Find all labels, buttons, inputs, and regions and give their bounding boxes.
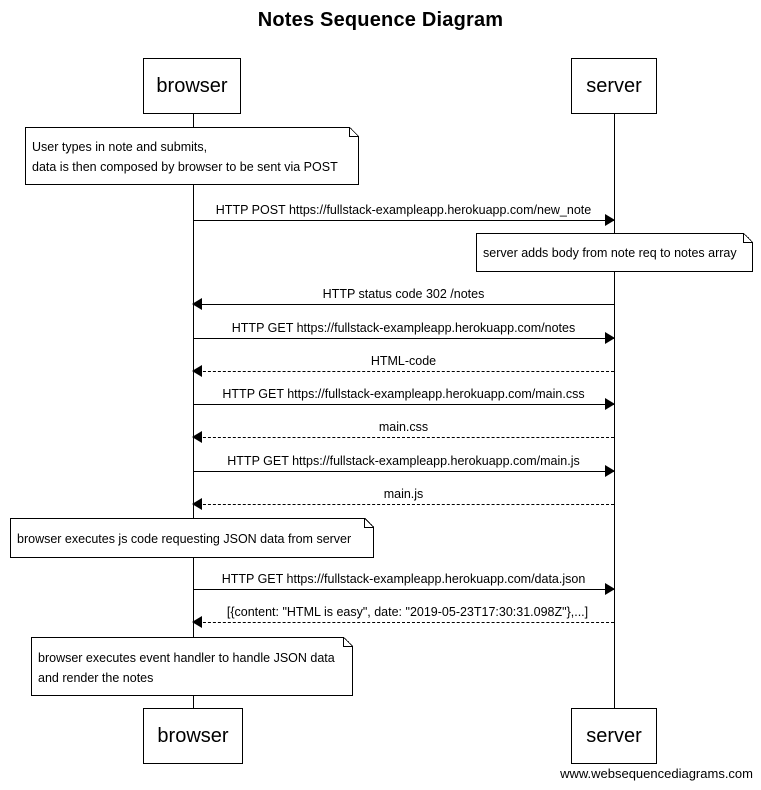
note-server-adds-body: server adds body from note req to notes … xyxy=(476,233,753,272)
server-lifeline xyxy=(614,114,615,708)
message-label: [{content: "HTML is easy", date: "2019-0… xyxy=(226,605,589,619)
diagram-title: Notes Sequence Diagram xyxy=(257,9,504,31)
participant-server-bottom: server xyxy=(571,708,657,764)
message-label: HTML-code xyxy=(370,354,437,368)
message-label: HTTP status code 302 /notes xyxy=(322,287,485,301)
arrow-head xyxy=(192,616,202,628)
note-browser-executes-js: browser executes js code requesting JSON… xyxy=(10,518,374,558)
arrow-head xyxy=(605,332,615,344)
arrow-head xyxy=(605,583,615,595)
participant-browser-top: browser xyxy=(143,58,241,114)
arrow-head xyxy=(192,498,202,510)
arrow-head xyxy=(192,365,202,377)
arrow-head xyxy=(605,214,615,226)
footer-attribution: www.websequencediagrams.com xyxy=(560,766,753,781)
note-line: browser executes js code requesting JSON… xyxy=(17,532,352,546)
message-label: HTTP GET https://fullstack-exampleapp.he… xyxy=(221,572,586,586)
arrow-head xyxy=(605,465,615,477)
participant-server-top: server xyxy=(571,58,657,114)
arrow-head xyxy=(605,398,615,410)
note-event-handler: browser executes event handler to handle… xyxy=(31,637,353,696)
browser-lifeline xyxy=(193,114,194,708)
note-line: User types in note and submits, xyxy=(32,140,208,154)
message-label: HTTP GET https://fullstack-exampleapp.he… xyxy=(231,321,576,335)
note-user-submits: User types in note and submits, data is … xyxy=(25,127,359,185)
note-line: server adds body from note req to notes … xyxy=(483,246,737,260)
message-label: main.css xyxy=(378,420,429,434)
message-label: HTTP POST https://fullstack-exampleapp.h… xyxy=(215,203,592,217)
note-line: and render the notes xyxy=(38,671,154,685)
message-label: HTTP GET https://fullstack-exampleapp.he… xyxy=(222,387,585,401)
arrow-head xyxy=(192,431,202,443)
note-line: browser executes event handler to handle… xyxy=(38,651,335,665)
message-label: HTTP GET https://fullstack-exampleapp.he… xyxy=(227,454,580,468)
message-label: main.js xyxy=(383,487,424,501)
note-line: data is then composed by browser to be s… xyxy=(32,160,338,174)
arrow-head xyxy=(192,298,202,310)
participant-browser-bottom: browser xyxy=(143,708,243,764)
